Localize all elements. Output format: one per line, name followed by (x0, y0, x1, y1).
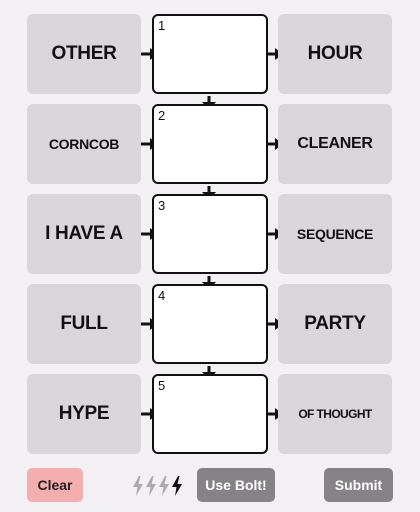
slot-number: 4 (158, 288, 166, 303)
right-word-tile: HOUR (278, 14, 392, 94)
answer-slot-2[interactable]: 2 (152, 104, 268, 184)
right-word-tile: PARTY (278, 284, 392, 364)
puzzle-row-5: HYPE 5 OF THOUGHT (0, 374, 420, 454)
lightning-bolt-icon (146, 476, 156, 496)
clear-button[interactable]: Clear (27, 468, 83, 502)
bolt-counter (132, 476, 183, 496)
left-word-tile: CORNCOB (27, 104, 141, 184)
answer-slot-5[interactable]: 5 (152, 374, 268, 454)
right-word-tile: OF THOUGHT (278, 374, 392, 454)
slot-number: 2 (158, 108, 166, 123)
lightning-bolt-icon (159, 476, 169, 496)
puzzle-row-4: FULL 4 PARTY (0, 284, 420, 364)
puzzle-row-2: CORNCOB 2 CLEANER (0, 104, 420, 184)
answer-slot-1[interactable]: 1 (152, 14, 268, 94)
left-word-tile: OTHER (27, 14, 141, 94)
left-word-tile: HYPE (27, 374, 141, 454)
lightning-bolt-icon (133, 476, 143, 496)
answer-slot-4[interactable]: 4 (152, 284, 268, 364)
left-word-tile: I HAVE A (27, 194, 141, 274)
use-bolt-button[interactable]: Use Bolt! (197, 468, 275, 502)
lightning-bolt-icon (172, 476, 182, 496)
slot-number: 3 (158, 198, 166, 213)
submit-button[interactable]: Submit (324, 468, 393, 502)
puzzle-row-3: I HAVE A 3 SEQUENCE (0, 194, 420, 274)
right-word-tile: SEQUENCE (278, 194, 392, 274)
slot-number: 1 (158, 18, 166, 33)
left-word-tile: FULL (27, 284, 141, 364)
puzzle-row-1: OTHER 1 HOUR (0, 14, 420, 94)
right-word-tile: CLEANER (278, 104, 392, 184)
answer-slot-3[interactable]: 3 (152, 194, 268, 274)
slot-number: 5 (158, 378, 166, 393)
